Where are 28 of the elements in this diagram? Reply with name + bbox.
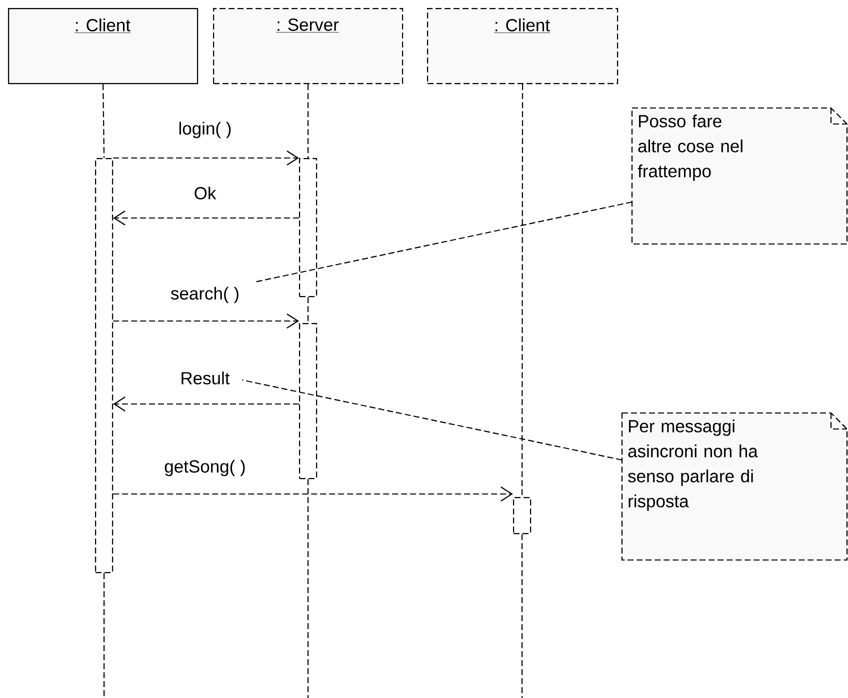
message-arrow bbox=[113, 314, 299, 328]
activation-bar bbox=[513, 497, 532, 534]
message-arrow bbox=[113, 210, 299, 226]
lifeline bbox=[522, 534, 523, 698]
message-label: Ok bbox=[194, 186, 216, 200]
activation-bar bbox=[95, 158, 114, 574]
lifeline bbox=[308, 84, 309, 158]
message-arrow bbox=[113, 486, 513, 502]
message-label: Result bbox=[182, 372, 230, 384]
leader-line bbox=[242, 379, 622, 461]
note: Per messaggi asincroni non ha senso parlare di risposta bbox=[621, 412, 848, 561]
message-arrow bbox=[113, 150, 300, 166]
lifeline-head: : Client bbox=[427, 8, 618, 84]
leader-line bbox=[254, 201, 632, 283]
message-label: search( ) bbox=[170, 286, 238, 304]
note: Posso fare altre cose nel frattempo bbox=[631, 107, 848, 245]
message-label: getSong( ) bbox=[164, 460, 245, 476]
lifeline bbox=[308, 297, 309, 323]
activation-bar bbox=[299, 323, 318, 480]
lifeline bbox=[308, 479, 309, 698]
lifeline bbox=[102, 84, 105, 158]
message-label: login( ) bbox=[179, 122, 231, 138]
activation-bar bbox=[299, 158, 318, 298]
lifeline bbox=[104, 573, 105, 698]
lifeline bbox=[522, 84, 524, 497]
lifeline-head: : Server bbox=[213, 8, 404, 84]
message-arrow bbox=[113, 396, 299, 412]
lifeline-head: : Client bbox=[8, 8, 198, 84]
